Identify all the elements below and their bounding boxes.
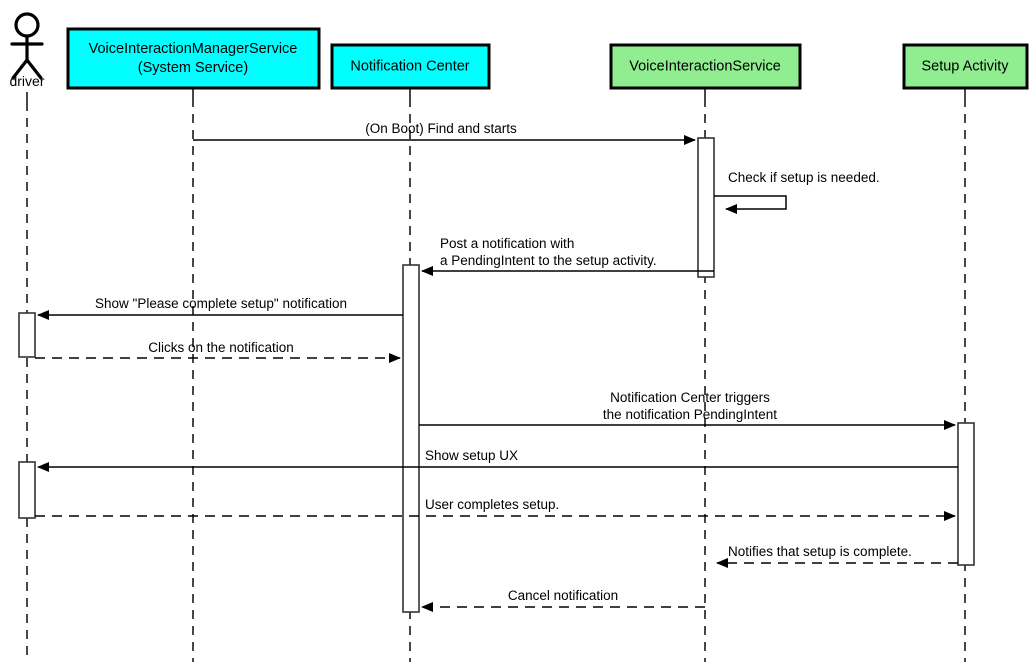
message-label-m3-line2: a PendingIntent to the setup activity. (440, 253, 657, 268)
participant-label-notification_center: Notification Center (350, 58, 469, 74)
message-label-m9: Notifies that setup is complete. (728, 544, 912, 559)
message-label-m5: Clicks on the notification (148, 340, 294, 355)
message-m8: User completes setup. (35, 497, 956, 521)
activation-bar-notification_center (402, 264, 420, 613)
participant-label-setup_activity: Setup Activity (921, 58, 1009, 74)
message-label-m2: Check if setup is needed. (728, 170, 880, 185)
message-label-m1: (On Boot) Find and starts (365, 121, 517, 136)
message-label-m4: Show "Please complete setup" notificatio… (95, 296, 347, 311)
activation-bar-vis (697, 137, 715, 278)
message-m4: Show "Please complete setup" notificatio… (37, 296, 403, 320)
actor-head-icon (14, 12, 40, 38)
participant-box-vis[interactable] (609, 43, 802, 90)
activations-layer (18, 137, 975, 613)
participant-label-vims-line1: VoiceInteractionManagerService (89, 41, 298, 57)
activation-bar-driver (18, 312, 36, 358)
participant-headers-layer: driver VoiceInteractionManagerService (Sys… (9, 12, 1029, 90)
actor-left-leg-icon (11, 58, 29, 80)
activation-bar-setup_activity (957, 422, 975, 566)
participant-header-driver[interactable]: driver (9, 12, 45, 89)
message-m1: (On Boot) Find and starts (193, 121, 696, 145)
message-label-m6-line1: Notification Center triggers (610, 390, 770, 405)
message-label-m3-line1: Post a notification with (440, 236, 574, 251)
message-label-m6-line2: the notification PendingIntent (603, 407, 777, 422)
participant-box-setup_activity[interactable] (902, 43, 1029, 90)
participant-label-vims-line2: (System Service) (138, 60, 248, 76)
participant-header-setup_activity[interactable]: Setup Activity (902, 43, 1029, 90)
message-m6: Notification Center triggers the notifica… (419, 390, 956, 430)
participant-box-vims[interactable] (66, 27, 321, 90)
message-m9: Notifies that setup is complete. (716, 544, 958, 568)
message-label-m10: Cancel notification (508, 588, 618, 603)
participant-label-driver: driver (9, 73, 44, 89)
actor-right-leg-icon (25, 58, 43, 80)
message-self-call-path (714, 195, 787, 214)
message-label-m7: Show setup UX (425, 448, 518, 463)
participant-label-vis: VoiceInteractionService (629, 58, 781, 74)
message-m10: Cancel notification (421, 588, 705, 612)
activation-bar-driver (18, 461, 36, 519)
message-m2: Check if setup is needed. (714, 170, 880, 214)
participant-box-notification_center[interactable] (330, 43, 491, 90)
message-m3: Post a notification with a PendingIntent … (421, 236, 714, 276)
participant-header-vis[interactable]: VoiceInteractionService (609, 43, 802, 90)
participant-header-vims[interactable]: VoiceInteractionManagerService (System Se… (66, 27, 321, 90)
message-m5: Clicks on the notification (35, 340, 401, 363)
message-m7: Show setup UX (37, 448, 958, 472)
participant-header-notification_center[interactable]: Notification Center (330, 43, 491, 90)
message-label-m8: User completes setup. (425, 497, 559, 512)
